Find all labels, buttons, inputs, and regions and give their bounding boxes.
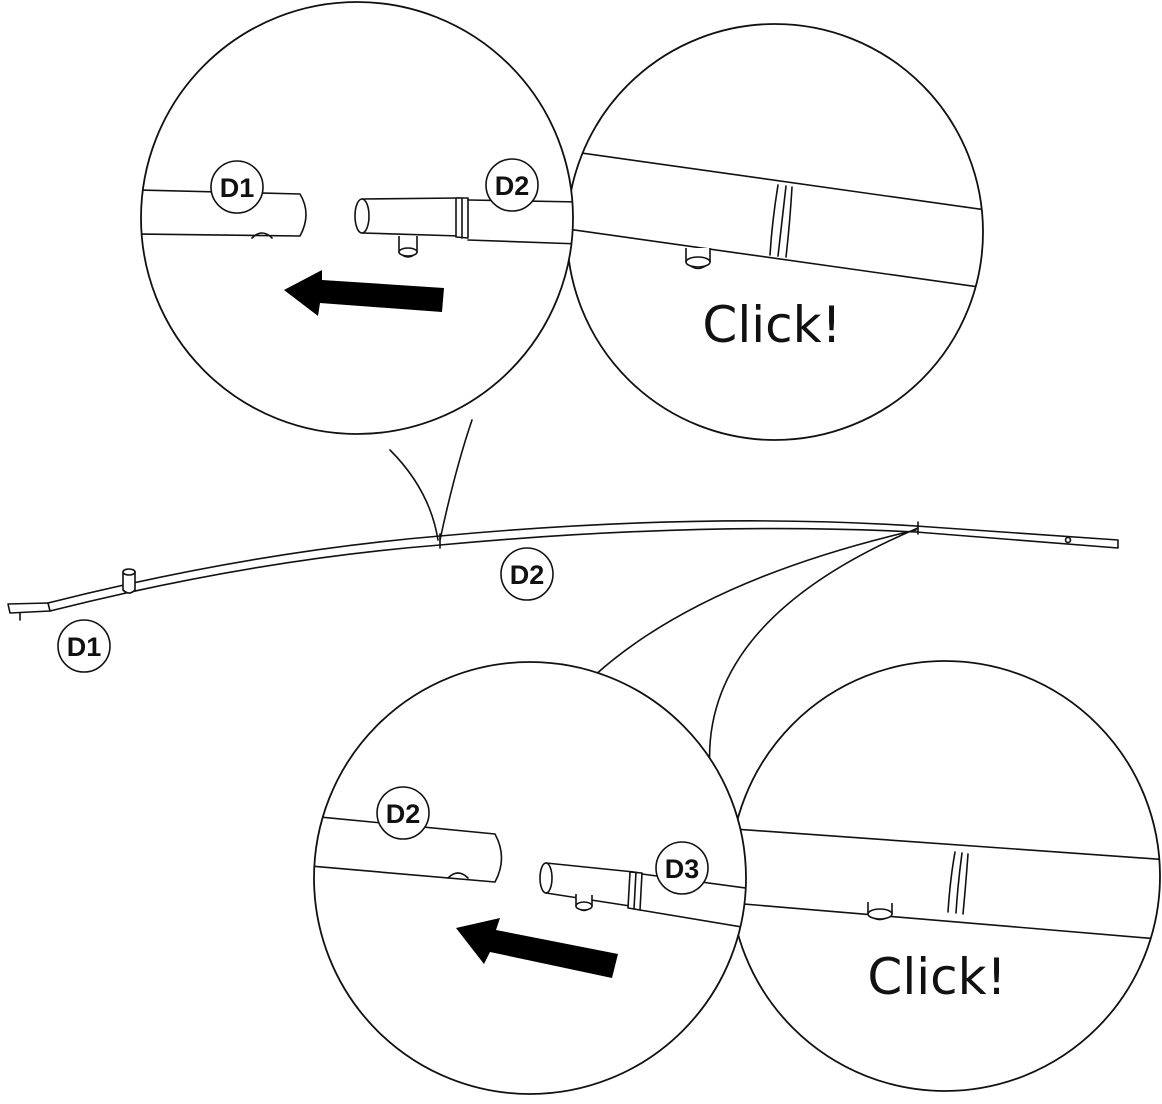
pole-end-right bbox=[915, 525, 1119, 549]
bottom-callout-tail-left bbox=[593, 529, 917, 677]
svg-text:D2: D2 bbox=[510, 560, 545, 590]
badge-main-d2: D2 bbox=[500, 547, 554, 601]
svg-text:D1: D1 bbox=[220, 173, 255, 203]
svg-text:D2: D2 bbox=[386, 799, 421, 829]
badge-main-d1: D1 bbox=[57, 619, 111, 673]
tl-tube-d1-hole bbox=[251, 232, 273, 239]
badge-tl-d1: D1 bbox=[210, 160, 264, 214]
badge-bl-d2: D2 bbox=[376, 786, 430, 840]
arrow-left-icon bbox=[284, 270, 444, 316]
zoom-circle-bottom-left bbox=[313, 661, 747, 1095]
br-collar-c bbox=[962, 853, 969, 915]
br-collar-b bbox=[955, 852, 963, 914]
main-pole: D2 D1 bbox=[7, 520, 1119, 673]
svg-text:D2: D2 bbox=[495, 171, 530, 201]
pole-hole bbox=[1064, 536, 1072, 544]
zoom-top-right: Click! bbox=[566, 23, 984, 441]
tr-collar-a bbox=[769, 184, 779, 256]
click-label-bottom: Click! bbox=[867, 948, 1006, 1006]
arrow-left-icon bbox=[456, 918, 618, 978]
tl-tube-d1 bbox=[141, 189, 307, 237]
svg-text:D3: D3 bbox=[665, 854, 700, 884]
bl-insert-end bbox=[539, 862, 553, 894]
bl-tube-d2 bbox=[314, 815, 503, 883]
br-tube-top-edge bbox=[730, 827, 1160, 861]
zoom-bottom-left: D2 D3 bbox=[313, 661, 747, 1095]
tr-collar-c bbox=[785, 186, 793, 258]
badge-tl-d2: D2 bbox=[485, 158, 539, 212]
tr-collar-b bbox=[777, 185, 787, 257]
br-collar-a bbox=[947, 851, 956, 913]
zoom-bottom-right: Click! bbox=[729, 660, 1161, 1092]
pole-lower-edge bbox=[49, 527, 917, 612]
callout-tails bbox=[389, 419, 919, 771]
bl-tube-d2-hole bbox=[447, 872, 469, 879]
top-callout-tail-left bbox=[389, 449, 439, 541]
pole-peg bbox=[122, 571, 136, 594]
tl-insert-end bbox=[354, 198, 370, 234]
zoom-top-left: D1 D2 bbox=[140, 1, 574, 435]
pole-end-d1 bbox=[7, 602, 51, 614]
tr-tube-top-edge bbox=[567, 149, 983, 213]
badge-bl-d3: D3 bbox=[655, 841, 709, 895]
br-tube-bottom-edge bbox=[730, 901, 1160, 941]
pole-upper-edge bbox=[47, 520, 917, 604]
zoom-circle-bottom-right bbox=[729, 660, 1161, 1092]
tr-tube-bottom-edge bbox=[567, 227, 983, 291]
top-callout-tail-right bbox=[439, 419, 473, 541]
click-label-top: Click! bbox=[702, 296, 841, 354]
svg-text:D1: D1 bbox=[67, 632, 102, 662]
bottom-callout-tail-right bbox=[708, 527, 919, 771]
pole-peg-top bbox=[122, 568, 136, 576]
zoom-circle-top-right bbox=[566, 23, 984, 441]
